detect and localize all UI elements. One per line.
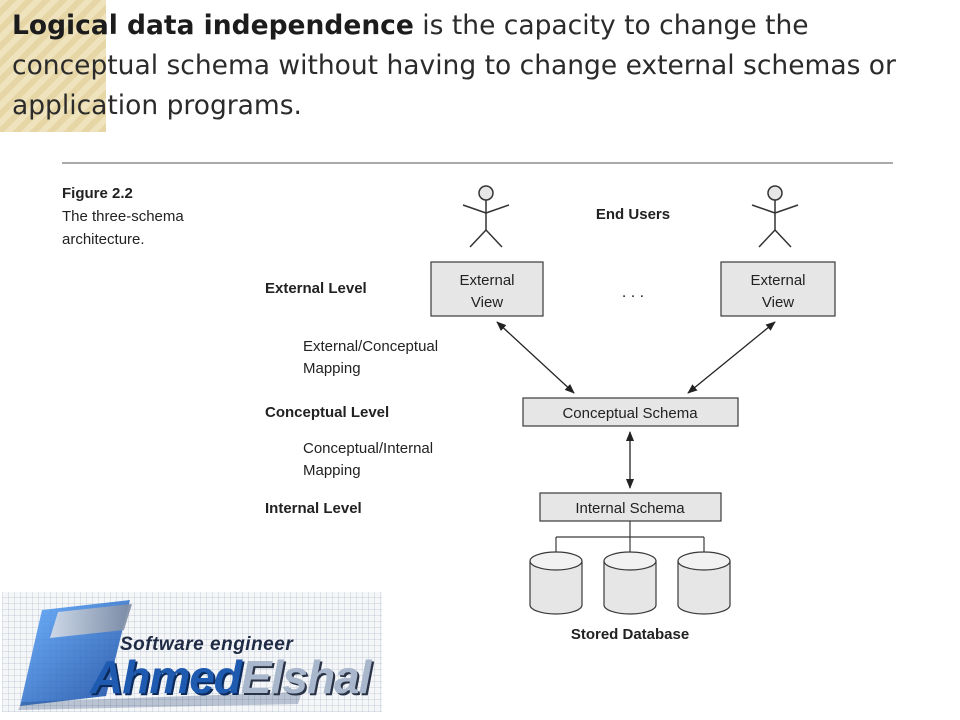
- external-view-left-line1: External: [459, 272, 514, 289]
- conc-int-mapping-line1: Conceptual/Internal: [303, 440, 433, 457]
- conceptual-schema-box: [522, 397, 739, 427]
- logo-first-name: Ahmed: [90, 651, 242, 703]
- figure-caption-line2: architecture.: [62, 231, 145, 248]
- logo-name: AhmedElshal: [90, 651, 372, 703]
- conceptual-level-label: Conceptual Level: [265, 404, 389, 421]
- figure-number: Figure 2.2: [62, 185, 133, 202]
- slide-heading: Logical data independence is the capacit…: [12, 6, 952, 126]
- logo-last-name: Elshal: [240, 651, 372, 703]
- ellipsis: . . .: [622, 284, 644, 301]
- external-view-right-line2: View: [762, 294, 794, 311]
- end-users-label: End Users: [596, 206, 670, 223]
- external-level-label: External Level: [265, 280, 367, 297]
- logo-tagline: Software engineer: [120, 634, 294, 655]
- database-cylinder-icon: [603, 551, 657, 615]
- conceptual-schema-label: Conceptual Schema: [562, 405, 698, 422]
- database-cylinder-icon: [677, 551, 731, 615]
- figure-caption-line1: The three-schema: [62, 208, 184, 225]
- database-cylinder-icon: [529, 551, 583, 615]
- logo-swoosh-icon: [18, 600, 302, 710]
- external-view-left-line2: View: [471, 294, 503, 311]
- external-view-right-box: [720, 261, 836, 317]
- ext-conc-mapping-line2: Mapping: [303, 360, 361, 377]
- heading-bold: Logical data independence: [12, 10, 414, 41]
- arrow-left-view-conceptual: [496, 321, 575, 394]
- arrow-right-view-conceptual: [687, 321, 776, 394]
- ext-conc-mapping-line1: External/Conceptual: [303, 338, 438, 355]
- end-user-left-icon: [462, 185, 510, 248]
- heading-rest: is the capacity to change the conceptual…: [12, 10, 896, 121]
- author-logo: Software engineer AhmedElshal: [2, 592, 382, 712]
- internal-level-label: Internal Level: [265, 500, 362, 517]
- conc-int-mapping-line2: Mapping: [303, 462, 361, 479]
- stored-database-label: Stored Database: [571, 626, 689, 643]
- internal-schema-label: Internal Schema: [575, 500, 685, 517]
- corner-decoration: [0, 0, 106, 132]
- internal-schema-box: [539, 492, 722, 522]
- database-connector: [555, 521, 705, 552]
- end-user-right-icon: [751, 185, 799, 248]
- external-view-right-line1: External: [750, 272, 805, 289]
- external-view-left-box: [430, 261, 544, 317]
